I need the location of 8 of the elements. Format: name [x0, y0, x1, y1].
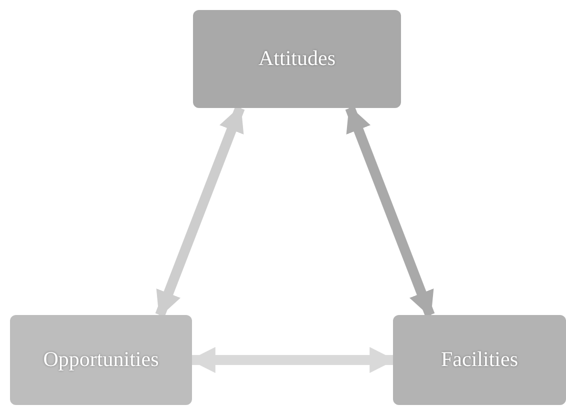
box-label: Opportunities [43, 346, 159, 374]
process-box [10, 315, 192, 405]
process-box [193, 10, 401, 108]
process-box [393, 315, 566, 405]
box-label: Facilities [441, 346, 518, 374]
double-arrow [345, 106, 435, 318]
double-arrow [155, 106, 245, 318]
box-label: Attitudes [258, 45, 336, 72]
